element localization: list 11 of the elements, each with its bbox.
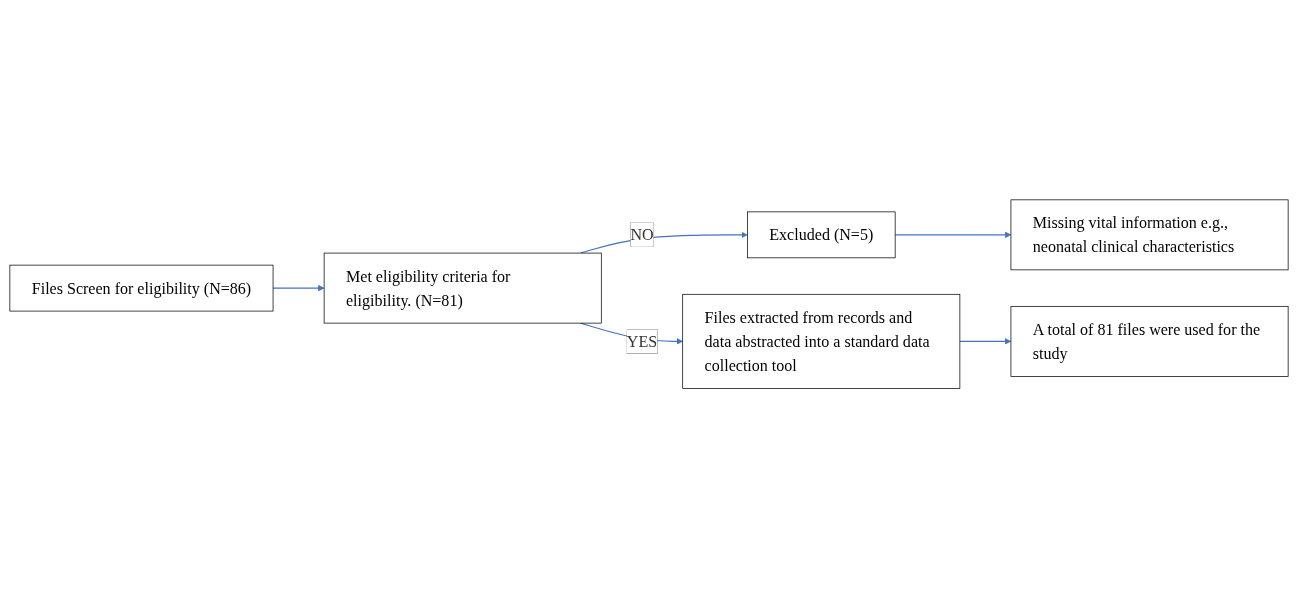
- node-box: Excluded (N=5): [747, 211, 896, 259]
- node-box: Met eligibility criteria for eligibility. (N=81): [323, 253, 602, 324]
- arrow: [894, 232, 1012, 239]
- node-box: Files extracted from records and data abstracted into a standard data collection tool: [682, 294, 961, 390]
- arrow: [959, 338, 1012, 345]
- edge-label: YES: [626, 332, 658, 351]
- node-box: Missing vital information e.g., neonatal clinical characteristics: [1010, 199, 1289, 271]
- node-box: Files Screen for eligibility (N=86): [9, 265, 274, 312]
- node-box: A total of 81 files were used for the study: [1010, 306, 1289, 378]
- edge-label: NO: [630, 226, 654, 245]
- arrow: [272, 285, 325, 292]
